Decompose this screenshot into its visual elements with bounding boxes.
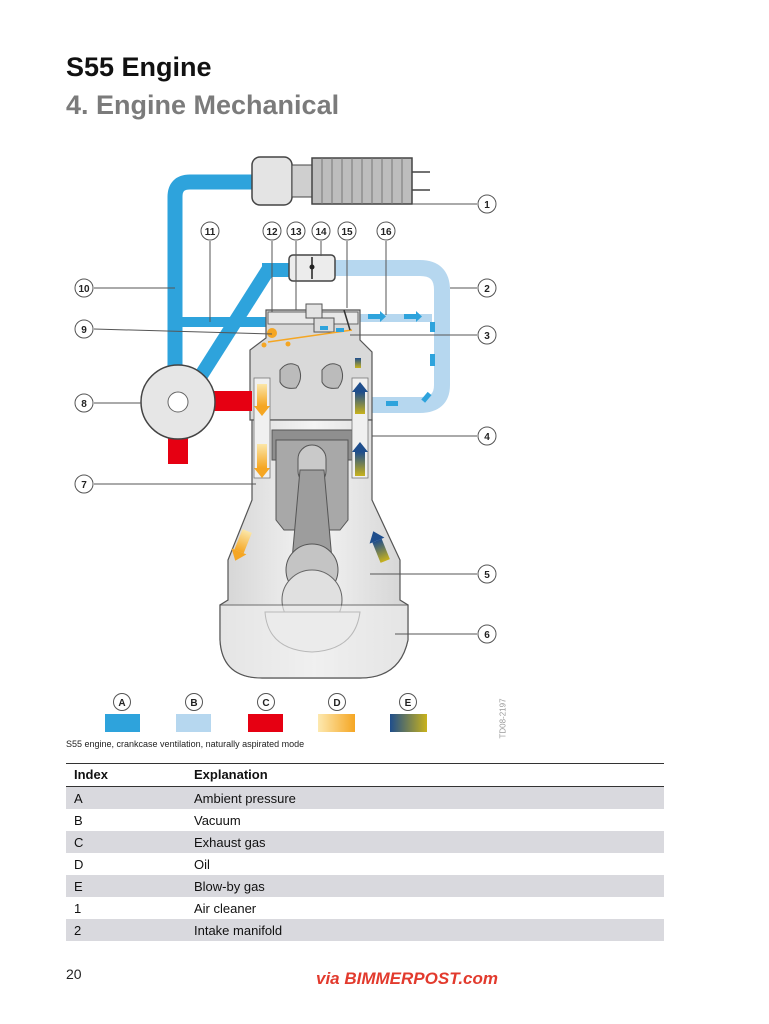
table-cell-index: 1 xyxy=(74,900,82,916)
callout-labels: 1 2 3 4 5 6 7 8 9 10 11 12 13 14 15 16 xyxy=(74,194,497,644)
legend-b: B xyxy=(176,693,211,732)
callout-1: 1 xyxy=(477,194,497,214)
table-header-explanation: Explanation xyxy=(186,763,664,787)
callout-11: 11 xyxy=(200,221,220,241)
callout-13: 13 xyxy=(286,221,306,241)
legend-d: D xyxy=(318,693,355,732)
callout-5: 5 xyxy=(477,564,497,584)
table-cell-index: E xyxy=(66,875,186,897)
watermark: via BIMMERPOST.com xyxy=(316,969,498,988)
svg-text:1: 1 xyxy=(484,200,490,211)
vacuum-flow-arrows xyxy=(320,311,435,406)
table-row: B Vacuum xyxy=(66,809,664,831)
svg-text:E: E xyxy=(405,698,412,709)
table-header-index: Index xyxy=(66,763,186,787)
figure-reference: TD08-2197 xyxy=(498,698,508,739)
air-cleaner xyxy=(251,156,430,206)
table-cell-index: A xyxy=(66,786,186,809)
legend-c: C xyxy=(248,693,283,732)
svg-text:2: 2 xyxy=(484,284,490,295)
table-cell-index: C xyxy=(66,831,186,853)
table-row: 1 Air cleaner xyxy=(66,897,664,919)
table-cell-explanation: Ambient pressure xyxy=(186,786,664,809)
callout-6: 6 xyxy=(477,624,497,644)
page-title: S55 Engine xyxy=(66,52,212,82)
callout-16: 16 xyxy=(376,221,396,241)
oil-flow-arrows xyxy=(231,384,270,561)
color-legend: A B C D E xyxy=(105,693,427,732)
table-cell-explanation: Exhaust gas xyxy=(186,831,664,853)
callout-9: 9 xyxy=(74,319,94,339)
ambient-pressure-pipe xyxy=(167,174,292,389)
svg-text:11: 11 xyxy=(205,227,216,238)
callout-10: 10 xyxy=(74,278,94,298)
table-cell-index: 2 xyxy=(66,919,186,941)
svg-text:16: 16 xyxy=(380,227,392,238)
table-cell-index: D xyxy=(74,856,84,872)
table-cell-explanation: Air cleaner xyxy=(194,900,257,916)
svg-text:B: B xyxy=(190,698,197,709)
svg-text:13: 13 xyxy=(290,227,302,238)
svg-text:4: 4 xyxy=(484,432,490,443)
svg-text:5: 5 xyxy=(484,570,490,581)
crankcase xyxy=(219,309,409,679)
callout-12: 12 xyxy=(262,221,282,241)
index-table: Index Explanation A Ambient pressure B V… xyxy=(66,763,664,941)
throttle-body xyxy=(288,254,336,282)
callout-4: 4 xyxy=(477,426,497,446)
table-row: 2 Intake manifold xyxy=(66,919,664,941)
svg-text:9: 9 xyxy=(81,325,87,336)
table-cell-explanation: Oil xyxy=(194,856,210,872)
callout-15: 15 xyxy=(337,221,357,241)
callout-3: 3 xyxy=(477,325,497,345)
table-row: C Exhaust gas xyxy=(66,831,664,853)
vacuum-pump xyxy=(140,364,216,440)
svg-text:14: 14 xyxy=(315,227,327,238)
section-title: 4. Engine Mechanical xyxy=(66,90,340,120)
callout-14: 14 xyxy=(311,221,331,241)
table-cell-explanation: Blow-by gas xyxy=(186,875,664,897)
table-row: E Blow-by gas xyxy=(66,875,664,897)
svg-text:10: 10 xyxy=(78,284,90,295)
callout-8: 8 xyxy=(74,393,94,413)
legend-e: E xyxy=(390,693,427,732)
table-row: D Oil xyxy=(66,853,664,875)
blow-by-flow-arrows xyxy=(352,358,390,563)
callout-2: 2 xyxy=(477,278,497,298)
svg-text:7: 7 xyxy=(81,480,87,491)
svg-text:A: A xyxy=(118,698,125,709)
callout-7: 7 xyxy=(74,474,94,494)
figure-caption: S55 engine, crankcase ventilation, natur… xyxy=(66,739,305,749)
svg-text:3: 3 xyxy=(484,331,490,342)
legend-a: A xyxy=(105,693,140,732)
table-cell-explanation: Intake manifold xyxy=(186,919,664,941)
leader-lines xyxy=(93,203,477,635)
svg-text:12: 12 xyxy=(266,227,278,238)
page-number: 20 xyxy=(66,966,82,982)
table-cell-index: B xyxy=(74,812,83,828)
table-row: A Ambient pressure xyxy=(66,786,664,809)
svg-text:8: 8 xyxy=(81,399,87,410)
table-header-row: Index Explanation xyxy=(66,763,664,787)
svg-text:D: D xyxy=(333,698,340,709)
svg-text:C: C xyxy=(262,698,269,709)
svg-text:15: 15 xyxy=(341,227,353,238)
table-cell-explanation: Vacuum xyxy=(194,812,241,828)
svg-text:6: 6 xyxy=(484,630,490,641)
crankcase-ventilation-diagram: 1 2 3 4 5 6 7 8 9 10 11 12 13 14 15 16 A… xyxy=(74,156,497,732)
